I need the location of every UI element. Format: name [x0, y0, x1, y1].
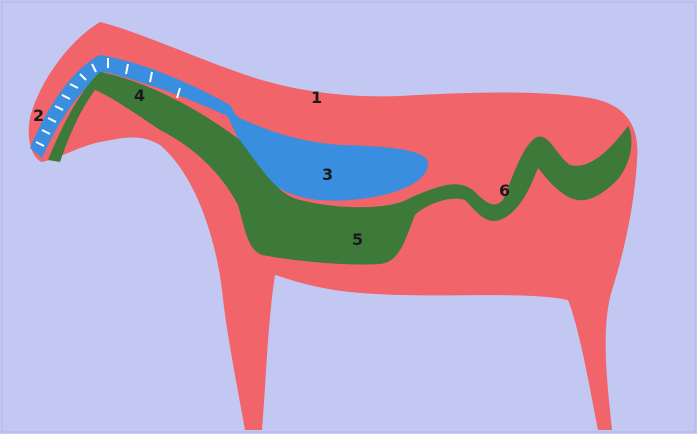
label-5: 5 [352, 230, 363, 249]
label-4: 4 [134, 86, 145, 105]
label-3: 3 [322, 165, 333, 184]
label-2: 2 [33, 106, 44, 125]
label-6: 6 [499, 181, 510, 200]
label-1: 1 [311, 88, 322, 107]
